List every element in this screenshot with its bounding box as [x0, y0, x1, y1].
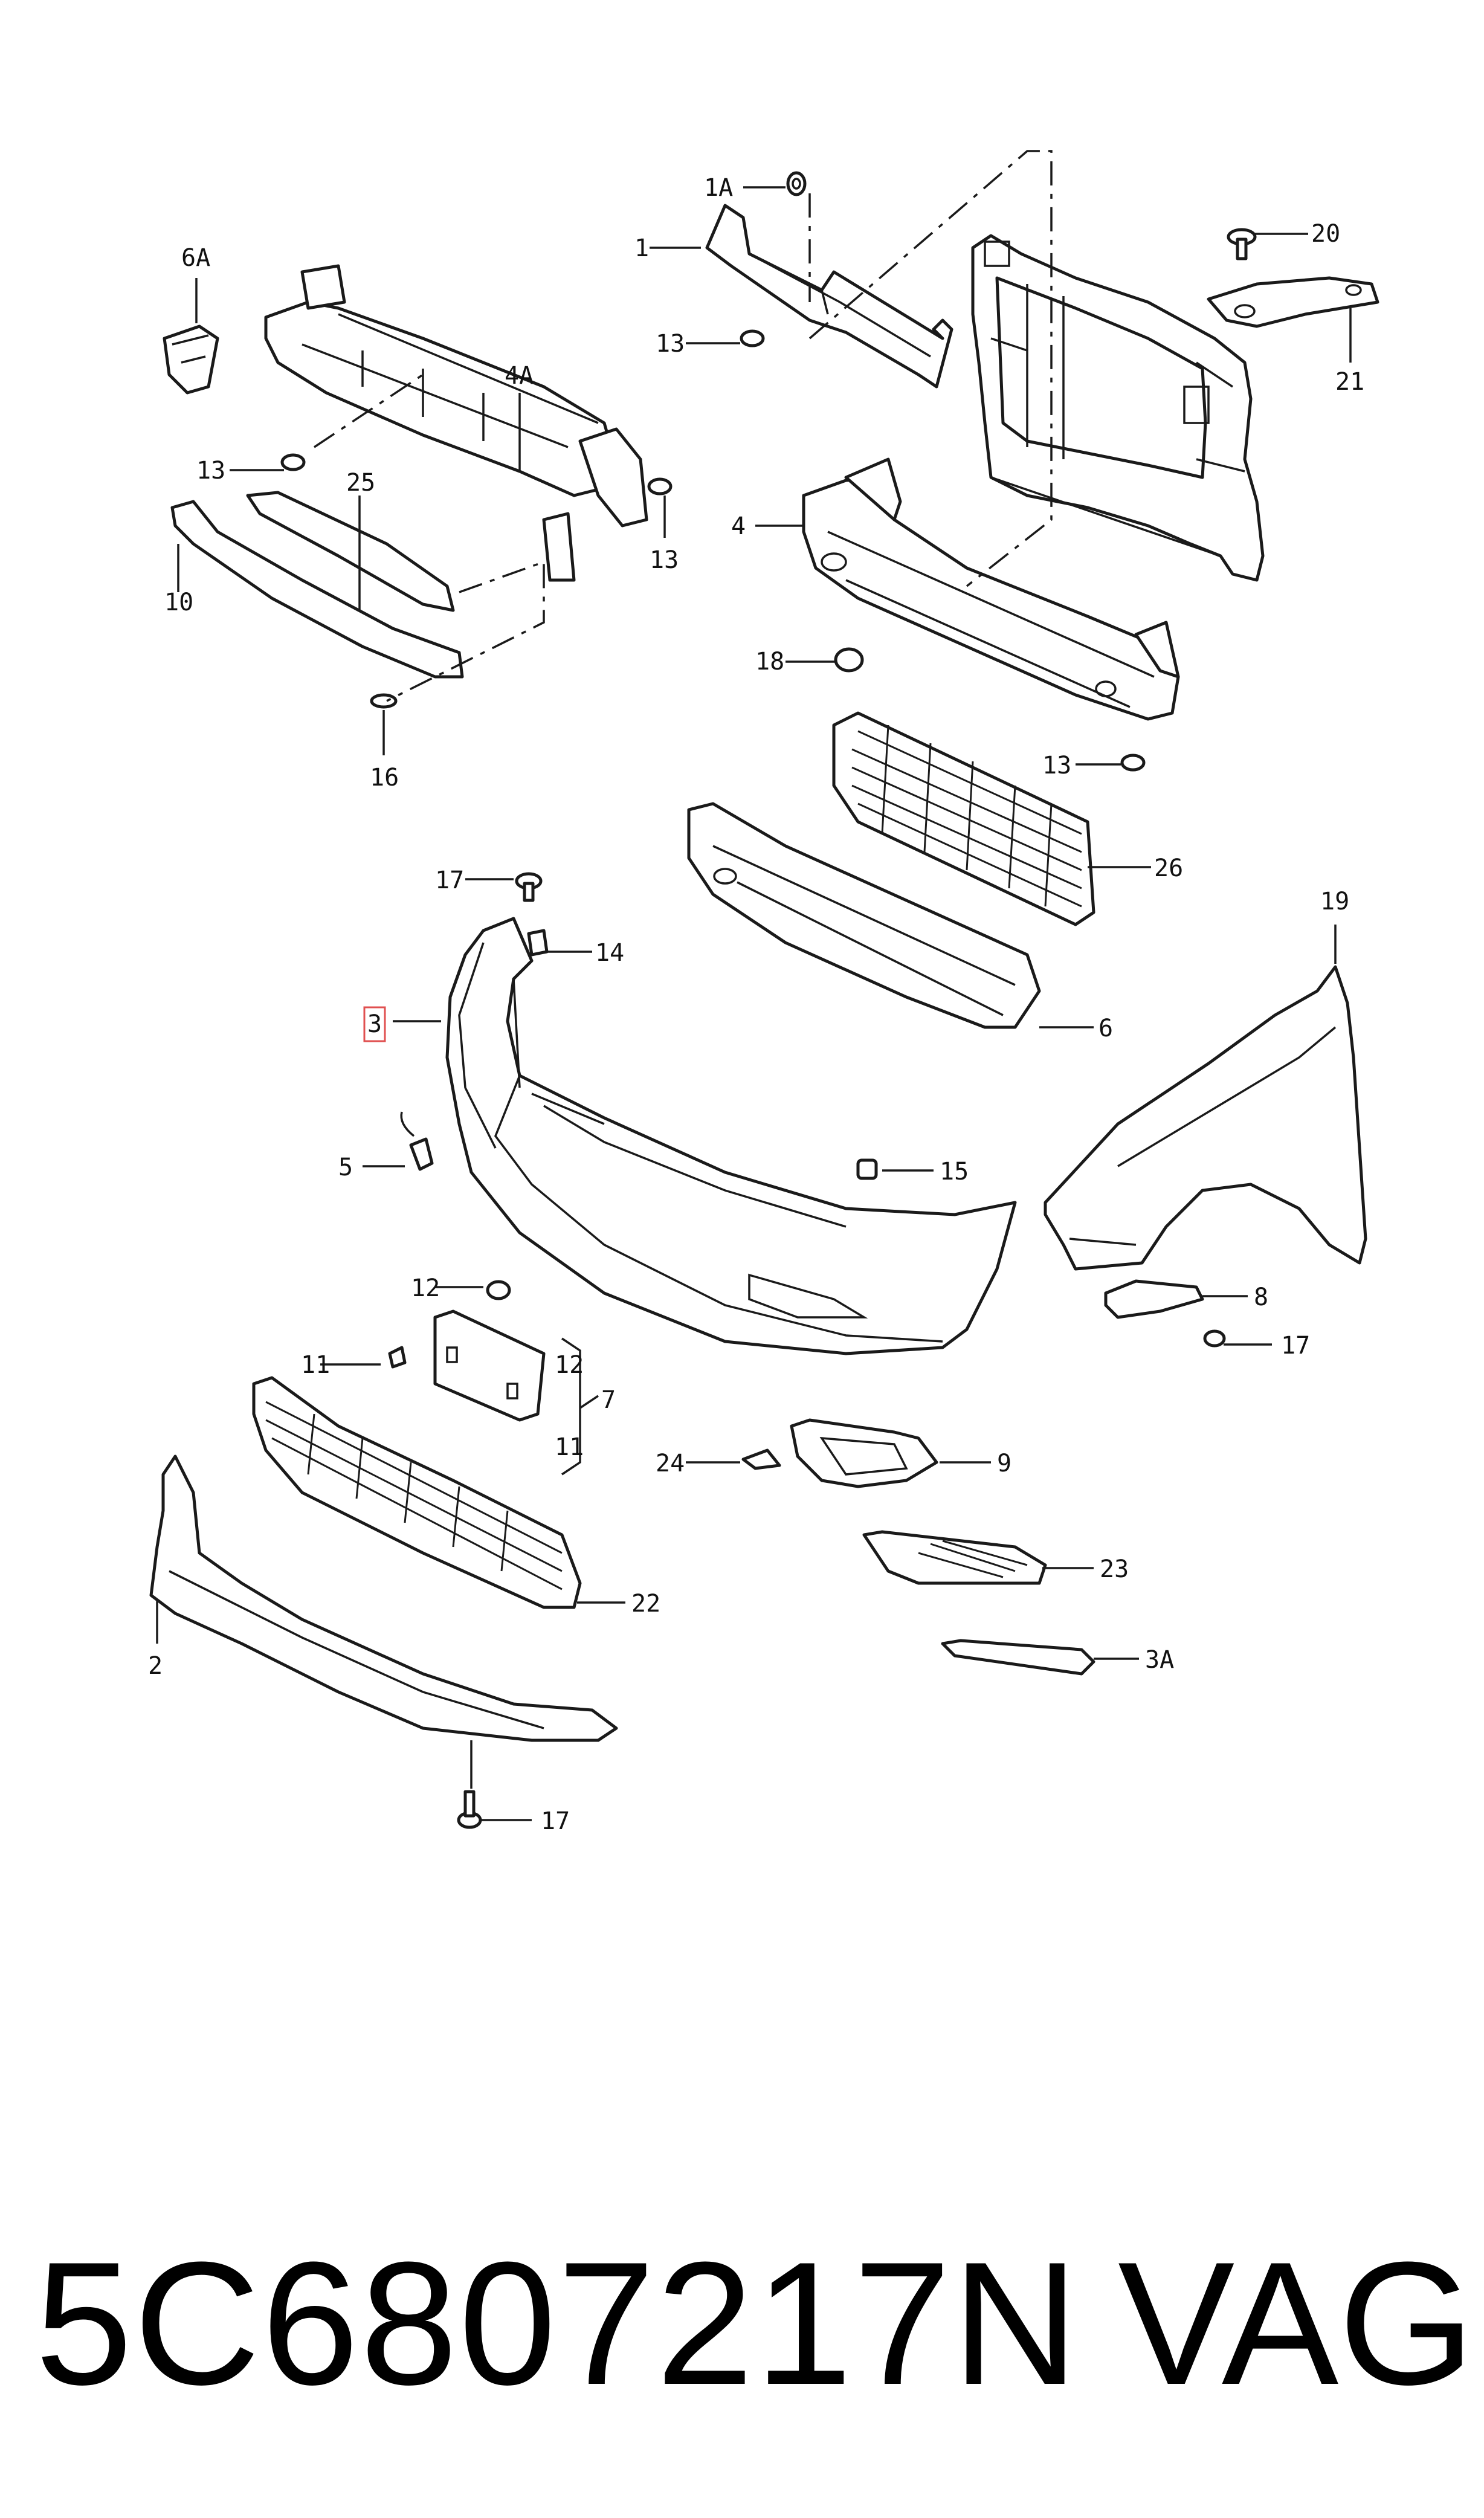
- callout-4A: 4A: [505, 362, 534, 390]
- part-23-trim-grille: [862, 1530, 1047, 1585]
- part-17-screw-right: [1203, 1329, 1226, 1348]
- callout-3-highlight: [363, 1006, 386, 1042]
- part-5-cap: [400, 1111, 434, 1171]
- part-24-trim: [741, 1448, 781, 1470]
- part-4-impact-bar: [802, 457, 1180, 721]
- leader-lines: [156, 186, 1352, 1821]
- brand-text: VAG: [1118, 2226, 1475, 2421]
- callout-25: 25: [346, 469, 375, 497]
- part-19-fender: [1044, 965, 1367, 1271]
- callout-labels: 1A 1 13 6A 4A 20 21 13 25 13 4 10 18 16 …: [148, 174, 1364, 1835]
- part-12-nut: [486, 1280, 511, 1300]
- part-21-bracket: [1207, 276, 1379, 328]
- part-25-strip: [246, 491, 455, 612]
- part-6-absorber: [687, 802, 1041, 1029]
- callout-11: 11: [301, 1351, 330, 1379]
- part-9-fog-grille-frame: [790, 1418, 938, 1488]
- part-number-text: 5C6807217N: [35, 2226, 1080, 2421]
- part-3-bumper-cover: [445, 917, 1017, 1355]
- callout-17: 17: [541, 1807, 570, 1835]
- callout-21: 21: [1335, 368, 1364, 396]
- callout-14: 14: [595, 939, 624, 967]
- assembly-lines: [314, 150, 1053, 702]
- callout-12: 12: [555, 1351, 584, 1379]
- callout-10: 10: [164, 589, 193, 616]
- callout-1A: 1A: [704, 174, 733, 202]
- callout-13: 13: [1042, 752, 1071, 780]
- callout-6A: 6A: [181, 244, 210, 272]
- callout-22: 22: [631, 1590, 660, 1618]
- callout-3A: 3A: [1145, 1646, 1174, 1674]
- callout-18: 18: [755, 648, 784, 676]
- part-14-clip: [527, 929, 549, 957]
- callout-13: 13: [196, 457, 225, 485]
- callout-23: 23: [1100, 1555, 1129, 1583]
- part-7-plate-holder: [433, 1309, 546, 1422]
- part-20-bolt: [1227, 228, 1257, 260]
- callout-9: 9: [997, 1450, 1011, 1477]
- callout-1: 1: [634, 234, 649, 262]
- part-13-bolt: [280, 329, 1146, 772]
- part-10-spoiler-strip: [170, 500, 464, 679]
- callout-15: 15: [940, 1158, 969, 1186]
- part-16-screw: [370, 693, 398, 709]
- part-2-lower-spoiler: [149, 1454, 618, 1742]
- callout-11: 11: [555, 1433, 584, 1461]
- lock-carrier-frame: [971, 234, 1265, 582]
- callout-17: 17: [1281, 1332, 1310, 1360]
- callout-26: 26: [1154, 854, 1183, 882]
- part-18-rubber-buffer: [834, 647, 864, 673]
- callout-17: 17: [435, 867, 464, 894]
- callout-6: 6: [1098, 1015, 1113, 1042]
- part-17-screw: [515, 872, 543, 902]
- part-11-screw: [388, 1346, 407, 1369]
- callout-7: 7: [601, 1386, 616, 1414]
- callout-13: 13: [650, 546, 679, 574]
- part-1-bracket: [705, 204, 953, 389]
- part-15-clip: [856, 1158, 878, 1180]
- part-17-screw-bottom: [457, 1790, 482, 1829]
- part-6A-bracket: [163, 324, 219, 395]
- callout-8: 8: [1254, 1283, 1268, 1311]
- callout-19: 19: [1320, 888, 1349, 915]
- callout-4: 4: [731, 512, 746, 540]
- callout-3: 3: [367, 1010, 382, 1038]
- part-1A-nut: [786, 171, 807, 196]
- part-26-air-guide: [832, 711, 1095, 926]
- part-3A-trim-strip: [941, 1639, 1095, 1676]
- callout-16: 16: [370, 764, 399, 792]
- callout-13: 13: [656, 330, 685, 358]
- callout-20: 20: [1311, 220, 1340, 248]
- callout-24: 24: [656, 1450, 685, 1477]
- callout-2: 2: [148, 1652, 163, 1680]
- part-8-bracket: [1104, 1279, 1204, 1319]
- callout-5: 5: [338, 1154, 353, 1181]
- callout-12: 12: [411, 1274, 440, 1302]
- part-22-lower-grille: [252, 1376, 582, 1609]
- part-4A-impact-bar: [264, 264, 648, 582]
